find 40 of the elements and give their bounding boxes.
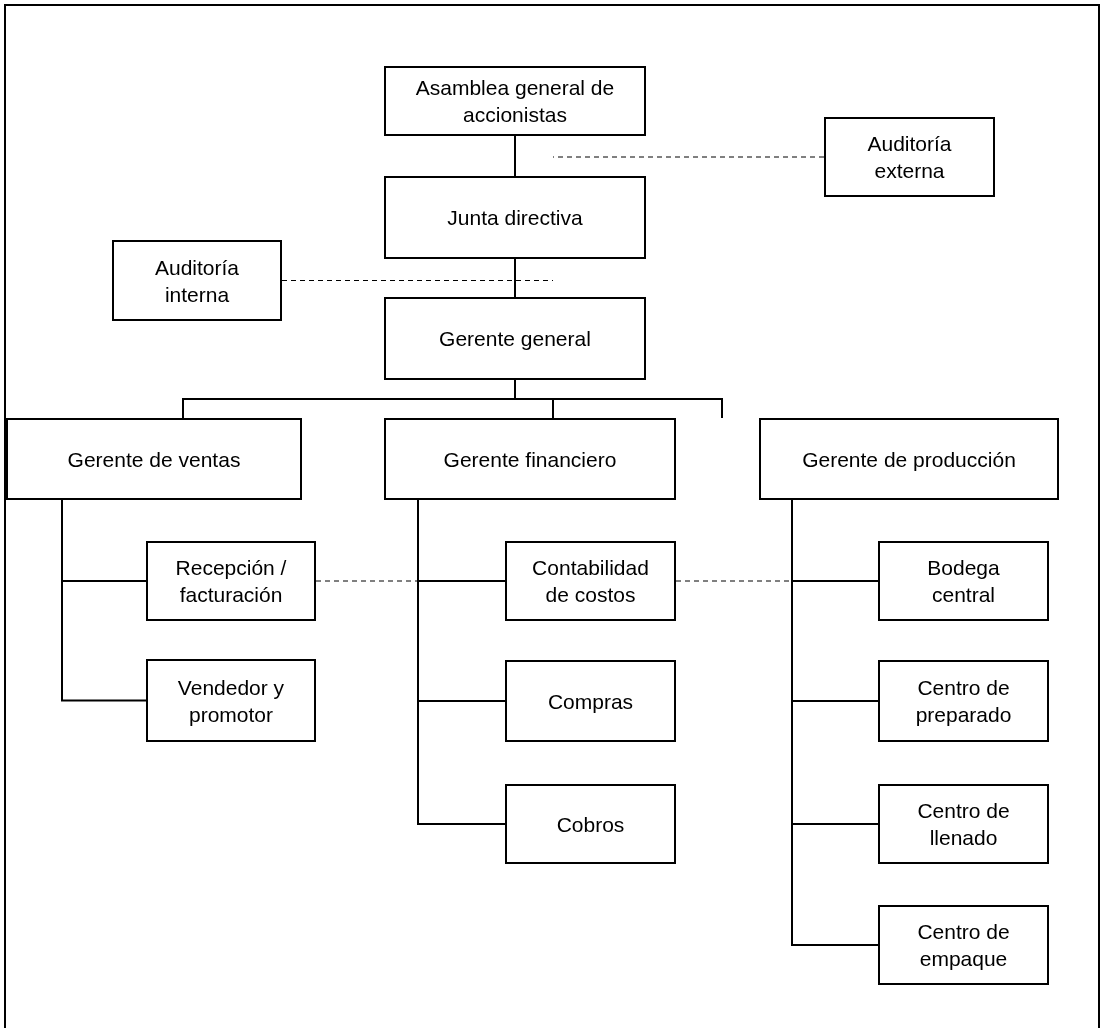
connector-line [514, 379, 723, 419]
org-box [146, 659, 316, 742]
box-label: Auditoría externa [866, 131, 953, 184]
box-label: Bodega central [926, 555, 1001, 608]
org-box [384, 297, 646, 380]
box-label: Compras [547, 688, 634, 715]
dashed-connector [281, 280, 554, 281]
connector-line [61, 499, 147, 702]
org-box [112, 240, 282, 321]
box-label: Cobros [556, 811, 625, 838]
box-label: Gerente de ventas [67, 446, 241, 473]
box-label: Gerente financiero [443, 446, 617, 473]
org-box [384, 176, 646, 259]
box-label: Centro de preparado [914, 675, 1013, 728]
box-label: Auditoría interna [153, 254, 241, 308]
connector-line [514, 135, 516, 177]
dashed-connector [552, 156, 825, 158]
box-label: Vendedor y promotor [176, 674, 286, 728]
org-box [759, 418, 1059, 500]
org-box [146, 541, 316, 621]
org-box [505, 541, 676, 621]
box-label: Asamblea general de accionistas [414, 75, 616, 128]
org-box [384, 418, 676, 500]
box-label: Recepción / facturación [174, 555, 288, 608]
org-box [384, 66, 646, 136]
org-box [6, 418, 302, 500]
org-box [824, 117, 995, 197]
box-label: Contabilidad de costos [531, 555, 650, 608]
org-box [878, 660, 1049, 742]
org-box [878, 541, 1049, 621]
box-label: Junta directiva [447, 205, 583, 231]
box-label: Gerente general [439, 326, 591, 352]
org-box [505, 660, 676, 742]
box-label: Gerente de producción [802, 446, 1016, 473]
box-label: Centro de empaque [916, 919, 1011, 972]
connector-line [514, 258, 516, 298]
org-box [878, 784, 1049, 864]
org-box [878, 905, 1049, 985]
org-box [505, 784, 676, 864]
box-label: Centro de llenado [916, 798, 1011, 851]
